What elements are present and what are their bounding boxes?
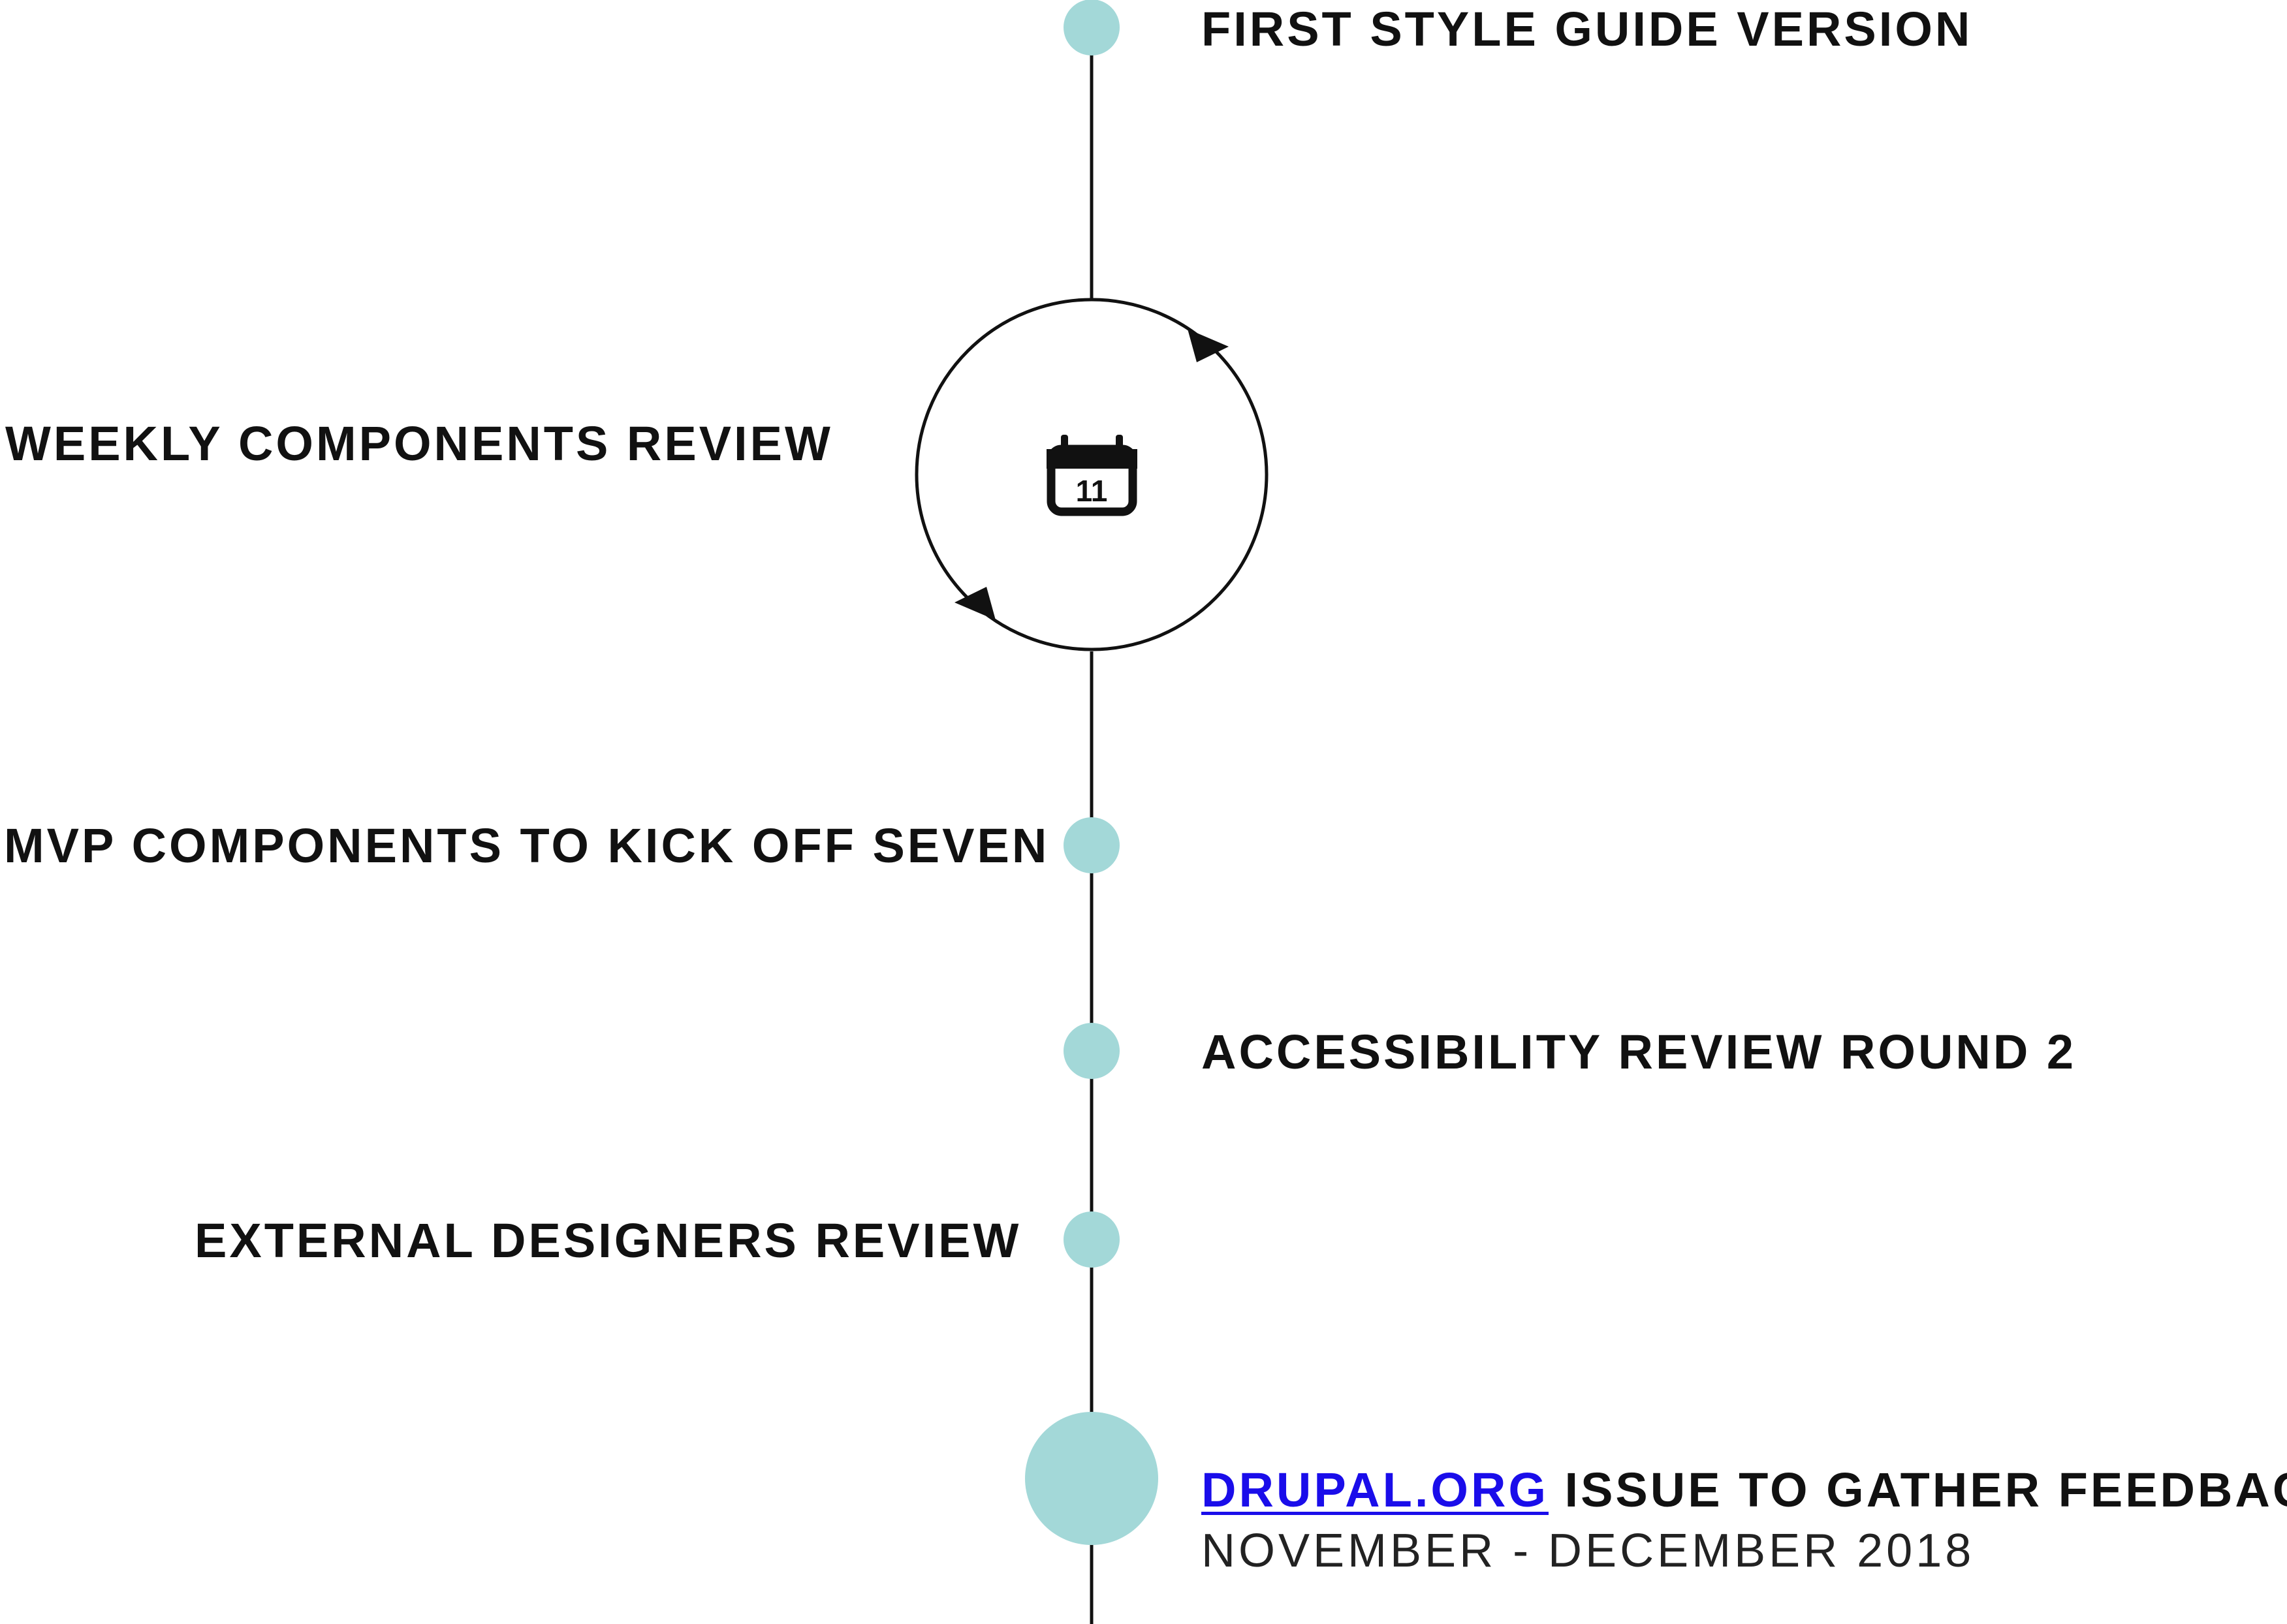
drupal-org-link[interactable]: DRUPAL.ORG: [1201, 1463, 1549, 1517]
label-feedback-issue: DRUPAL.ORG ISSUE TO GATHER FEEDBACK: [1201, 1466, 2287, 1514]
feedback-issue-text: ISSUE TO GATHER FEEDBACK: [1548, 1463, 2287, 1517]
label-first-style-guide: FIRST STYLE GUIDE VERSION: [1201, 2, 1973, 56]
label-weekly-components-review: WEEKLY COMPONENTS REVIEW: [5, 416, 833, 471]
node-accessibility-round2: [1064, 1023, 1120, 1079]
feedback-date-range: NOVEMBER - DECEMBER 2018: [1201, 1525, 1975, 1577]
calendar-day-number: 11: [1076, 474, 1108, 508]
node-feedback-issue: [1025, 1412, 1158, 1545]
label-accessibility-round2: ACCESSIBILITY REVIEW ROUND 2: [1201, 1025, 2077, 1079]
node-external-designers: [1064, 1211, 1120, 1268]
node-mvp-components: [1064, 817, 1120, 873]
calendar-icon: 11: [1047, 435, 1137, 516]
cycle-arrows-icon: [915, 298, 1269, 651]
label-mvp-components: MVP COMPONENTS TO KICK OFF SEVEN: [4, 819, 1050, 873]
node-first-style-guide: [1064, 0, 1120, 55]
label-external-designers: EXTERNAL DESIGNERS REVIEW: [195, 1213, 1022, 1268]
